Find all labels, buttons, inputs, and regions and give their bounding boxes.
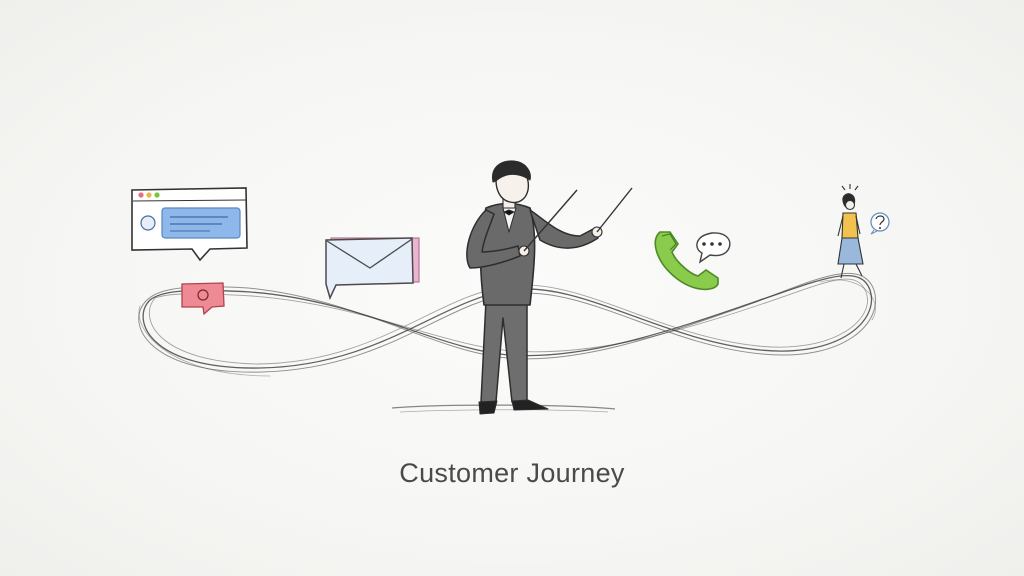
phone-icon: [654, 231, 719, 291]
question-bubble-icon: [870, 212, 890, 235]
speech-bubble-icon: [696, 232, 731, 264]
journey-path: [138, 272, 876, 377]
browser-chat-window-icon: [131, 187, 248, 262]
envelope-icon: [325, 237, 420, 301]
conductor-figure: [391, 160, 633, 415]
customer-figure: [837, 184, 864, 279]
message-badge-icon: [181, 282, 225, 316]
caption-title: Customer Journey: [399, 458, 625, 488]
